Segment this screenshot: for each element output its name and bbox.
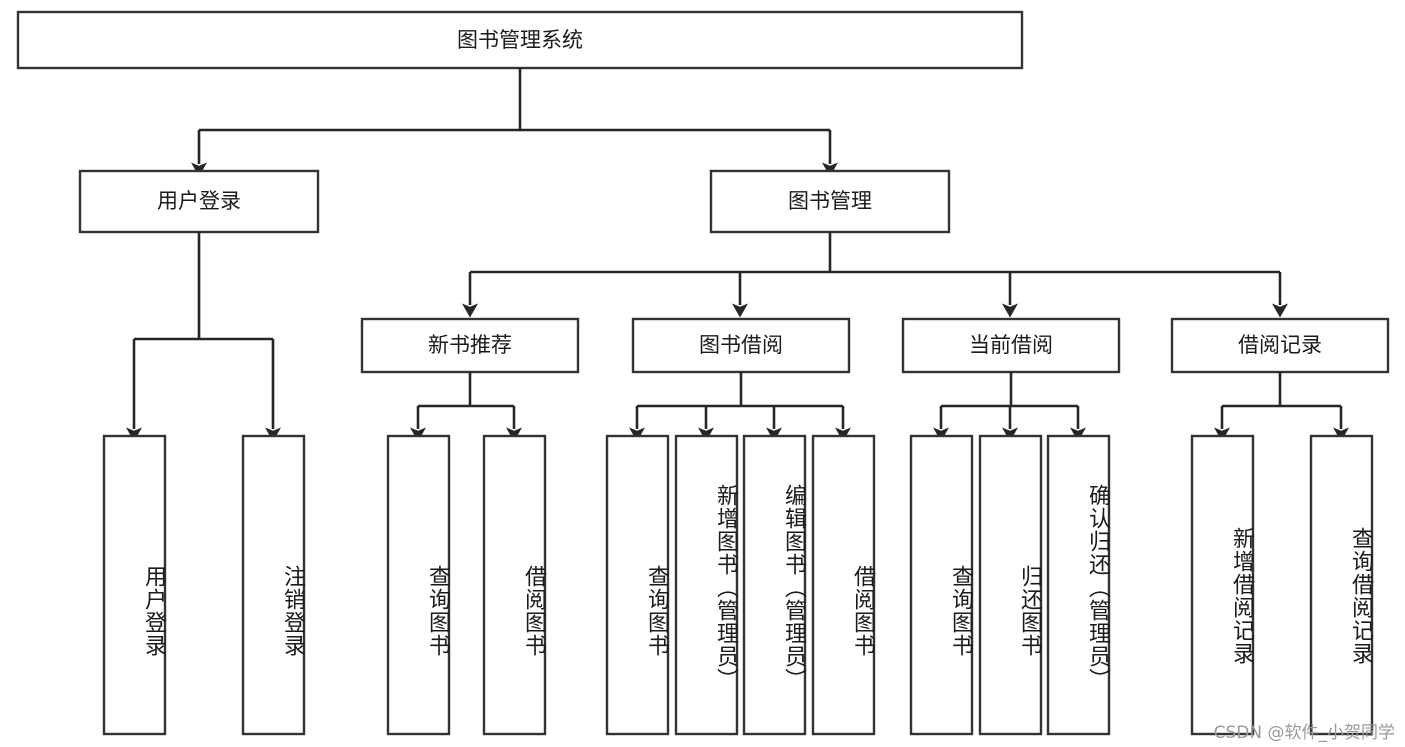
node-new-book-label: 新书推荐 [428,333,512,357]
leaf-box-cb-confirm-return[interactable] [1046,434,1111,736]
leaf-box-br-query-record[interactable] [1309,434,1374,736]
node-current-borrow-box[interactable] [901,317,1121,374]
leaf-box-user-login[interactable] [102,434,167,736]
leaf-box-cb-query-book[interactable] [909,434,974,736]
leaf-box-cb-return-book[interactable] [978,434,1043,736]
node-book-borrow-box[interactable] [631,317,851,374]
leaf-box-br-add-record[interactable] [1190,434,1255,736]
watermark-text: CSDN @软件_小贺同学 [1213,723,1395,743]
node-new-book-box[interactable] [360,317,580,374]
leaf-box-bb-edit-book[interactable] [742,434,807,736]
node-current-borrow-label: 当前借阅 [969,333,1053,357]
leaf-box-nb-borrow-book[interactable] [482,434,547,736]
leaf-box-nb-query-book[interactable] [386,434,451,736]
node-user-login-label: 用户登录 [157,189,241,213]
node-book-manage-label: 图书管理 [788,189,872,213]
leaf-box-bb-add-book[interactable] [674,434,739,736]
node-borrow-record-label: 借阅记录 [1238,333,1322,357]
node-book-manage-box[interactable] [709,169,951,234]
node-root-label: 图书管理系统 [457,28,583,52]
node-root-box[interactable] [16,10,1024,70]
leaf-box-logout[interactable] [241,434,306,736]
node-borrow-record-box[interactable] [1170,317,1390,374]
node-book-borrow-label: 图书借阅 [699,333,783,357]
leaf-box-bb-query-book[interactable] [605,434,670,736]
leaf-box-bb-borrow-book[interactable] [811,434,876,736]
